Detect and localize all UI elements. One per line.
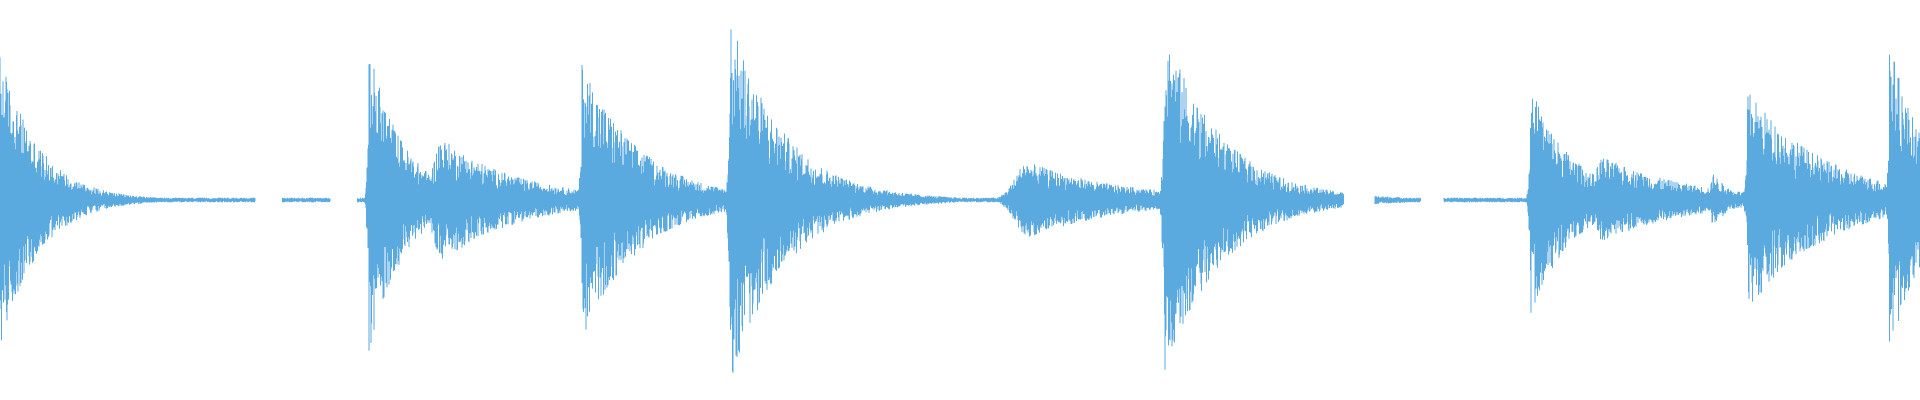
waveform-trace	[0, 29, 1920, 373]
